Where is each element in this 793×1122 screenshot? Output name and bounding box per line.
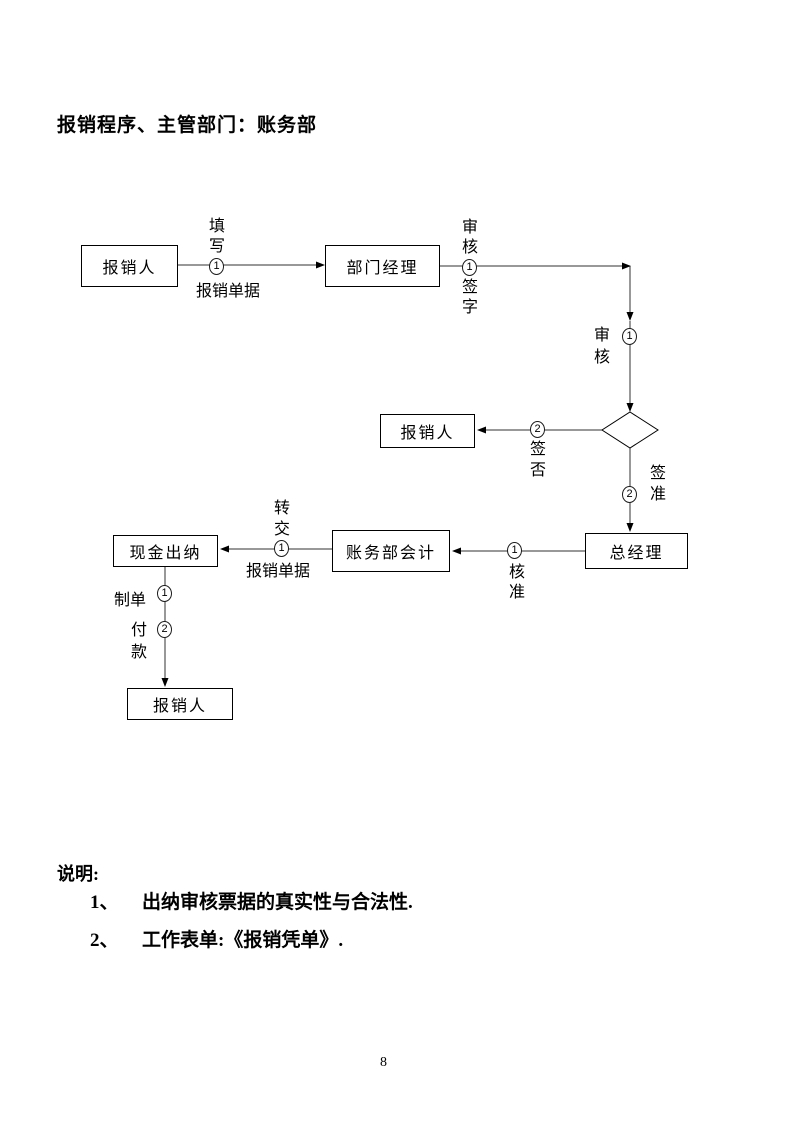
- edge-label-reimburse-docs-2: 报销单据: [246, 563, 311, 580]
- note-1-text: 出纳审核票据的真实性与合法性.: [142, 892, 413, 913]
- notes-heading: 说明:: [57, 864, 99, 884]
- flow-lines: [164, 264, 631, 679]
- note-2-text: 工作表单:《报销凭单》.: [142, 930, 344, 951]
- node-applicant-start: 报销人: [81, 245, 178, 287]
- step-circle-approve: 2: [622, 486, 637, 503]
- step-circle-verify: 1: [507, 542, 522, 559]
- edge-label-transfer: 转交: [273, 500, 290, 538]
- note-item-2: 2、 工作表单:《报销凭单》.: [90, 925, 343, 952]
- page-number: 8: [380, 1055, 387, 1070]
- step-circle-reject: 2: [530, 421, 545, 438]
- step-circle-gm-audit: 1: [622, 328, 637, 345]
- node-applicant-rejected: 报销人: [380, 414, 475, 448]
- node-finance-accountant: 账务部会计: [332, 530, 450, 572]
- edge-label-verify: 核准: [508, 564, 525, 601]
- step-circle-dept-sign: 1: [462, 259, 477, 276]
- step-circle-pay: 2: [157, 621, 172, 638]
- page-title: 报销程序、主管部门：账务部: [57, 115, 318, 136]
- decision-diamond: [601, 411, 659, 449]
- node-applicant-paid: 报销人: [127, 688, 233, 720]
- step-circle-transfer: 1: [274, 540, 289, 557]
- step-circle-voucher: 1: [157, 585, 172, 602]
- flow-arrowheads: [161, 261, 634, 687]
- edge-label-fill-in: 填写: [208, 218, 225, 255]
- node-cashier: 现金出纳: [113, 535, 218, 567]
- edge-label-audit-1: 审核: [461, 219, 478, 256]
- note-1-number: 1、: [90, 892, 119, 913]
- edge-label-sign: 签字: [461, 279, 478, 316]
- edge-label-sign-no: 签否: [529, 441, 546, 479]
- node-general-manager: 总经理: [585, 533, 688, 569]
- note-2-number: 2、: [90, 930, 119, 951]
- edge-label-make-voucher: 制单: [114, 592, 147, 609]
- note-item-1: 1、 出纳审核票据的真实性与合法性.: [90, 887, 413, 914]
- edge-label-pay: 付款: [130, 622, 147, 661]
- node-dept-manager: 部门经理: [325, 245, 440, 287]
- step-circle-fill-in: 1: [209, 258, 224, 275]
- edge-label-reimburse-docs-1: 报销单据: [196, 283, 261, 300]
- edge-label-audit-2: 审核: [593, 327, 610, 366]
- edge-label-sign-approve: 签准: [649, 465, 666, 503]
